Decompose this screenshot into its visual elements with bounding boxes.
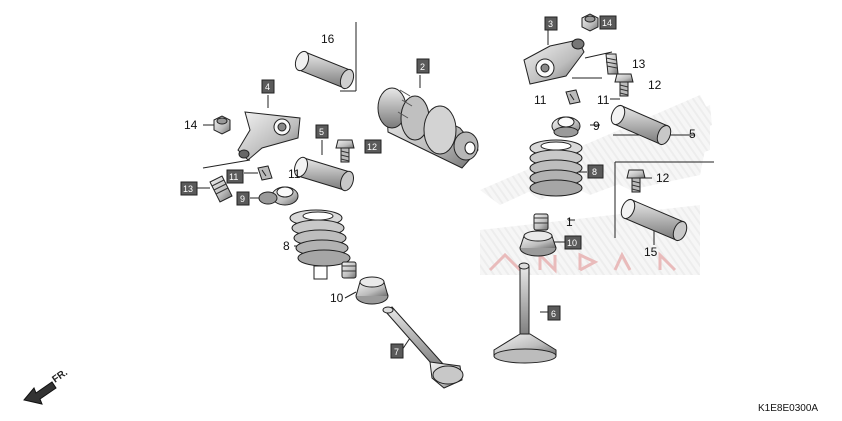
label-15: 15 bbox=[644, 245, 658, 259]
svg-text:11: 11 bbox=[229, 172, 238, 182]
pin-part-5-right bbox=[610, 104, 672, 146]
nut-part-14-right bbox=[581, 13, 599, 32]
label-10-left: 10 bbox=[330, 291, 344, 305]
direction-label: FR. bbox=[50, 367, 70, 385]
leader-lines bbox=[197, 22, 714, 351]
box-label-3: 3 bbox=[544, 16, 558, 31]
svg-text:2: 2 bbox=[420, 62, 425, 72]
label-12-right-upper: 12 bbox=[648, 78, 662, 92]
camshaft-part-2 bbox=[377, 87, 479, 169]
cotter-part-11-left bbox=[257, 165, 273, 181]
retainer-part-10-left bbox=[355, 276, 389, 305]
valve-spring-part-8-right bbox=[529, 139, 583, 197]
box-label-10-right: 10 bbox=[564, 235, 582, 250]
valve-part-6 bbox=[493, 262, 557, 364]
box-label-12-left: 12 bbox=[364, 139, 382, 154]
svg-text:8: 8 bbox=[592, 167, 597, 177]
box-label-11-left: 11 bbox=[226, 169, 244, 184]
svg-text:9: 9 bbox=[240, 194, 245, 204]
rocker-arm-part-4 bbox=[237, 111, 301, 161]
nut-part-14-left bbox=[213, 115, 231, 135]
box-label-6: 6 bbox=[547, 305, 561, 321]
svg-text:4: 4 bbox=[265, 82, 270, 92]
svg-text:10: 10 bbox=[567, 238, 577, 248]
label-13-right: 13 bbox=[632, 57, 646, 71]
box-label-9-left: 9 bbox=[236, 191, 250, 206]
adjusting-screw-part-13-right bbox=[605, 53, 619, 75]
bolt-part-12-right-lower bbox=[626, 169, 646, 193]
cotter-part-11-right bbox=[565, 89, 581, 105]
retainer-part-10-right bbox=[519, 230, 557, 257]
label-1: 1 bbox=[566, 215, 573, 229]
svg-text:14: 14 bbox=[602, 18, 612, 28]
svg-text:5: 5 bbox=[319, 127, 324, 137]
label-9-right: 9 bbox=[593, 119, 600, 133]
box-label-4: 4 bbox=[261, 79, 275, 94]
pin-part-15 bbox=[620, 198, 688, 242]
valve-part-7 bbox=[382, 306, 464, 389]
collet-left bbox=[341, 261, 357, 279]
stem-seal-part-9-left bbox=[258, 186, 299, 206]
label-11-left: 11 bbox=[288, 167, 301, 181]
rocker-arm-part-3 bbox=[523, 38, 585, 85]
svg-text:7: 7 bbox=[394, 347, 399, 357]
label-5-right: 5 bbox=[689, 127, 696, 141]
box-label-2: 2 bbox=[416, 58, 430, 74]
label-14-left: 14 bbox=[184, 118, 198, 132]
label-8-left: 8 bbox=[283, 239, 290, 253]
svg-text:13: 13 bbox=[183, 184, 193, 194]
part-number-boxes: 4 5 12 11 13 9 2 7 bbox=[180, 15, 617, 359]
box-label-8-right: 8 bbox=[587, 164, 604, 179]
box-label-7: 7 bbox=[390, 343, 404, 359]
adjusting-screw-part-13-left bbox=[209, 175, 233, 203]
svg-text:6: 6 bbox=[551, 309, 556, 319]
pin-part-16 bbox=[294, 50, 355, 90]
svg-text:12: 12 bbox=[367, 142, 377, 152]
stem-seal-part-9-right bbox=[551, 116, 581, 138]
box-label-14-right: 14 bbox=[599, 15, 617, 30]
label-16: 16 bbox=[321, 32, 335, 46]
label-11-right-b: 11 bbox=[597, 93, 610, 107]
collet-part-1 bbox=[533, 213, 549, 231]
box-label-13-left: 13 bbox=[180, 181, 198, 196]
label-11-right-a: 11 bbox=[534, 93, 547, 107]
empty-callout-box bbox=[313, 265, 328, 280]
front-direction-arrow-icon: FR. bbox=[23, 367, 70, 405]
svg-text:3: 3 bbox=[548, 19, 553, 29]
box-label-5-left: 5 bbox=[315, 124, 329, 139]
pin-part-5-left bbox=[294, 156, 354, 192]
valve-spring-part-8-left bbox=[289, 209, 351, 267]
diagram-code: K1E8E0300A bbox=[758, 403, 818, 414]
bolt-part-12-left bbox=[335, 139, 355, 163]
part-number-labels: 16 14 11 8 10 13 12 11 11 9 5 12 1 15 K1… bbox=[184, 32, 818, 414]
bolt-part-12-right-upper bbox=[614, 73, 634, 97]
label-12-right-lower: 12 bbox=[656, 171, 670, 185]
